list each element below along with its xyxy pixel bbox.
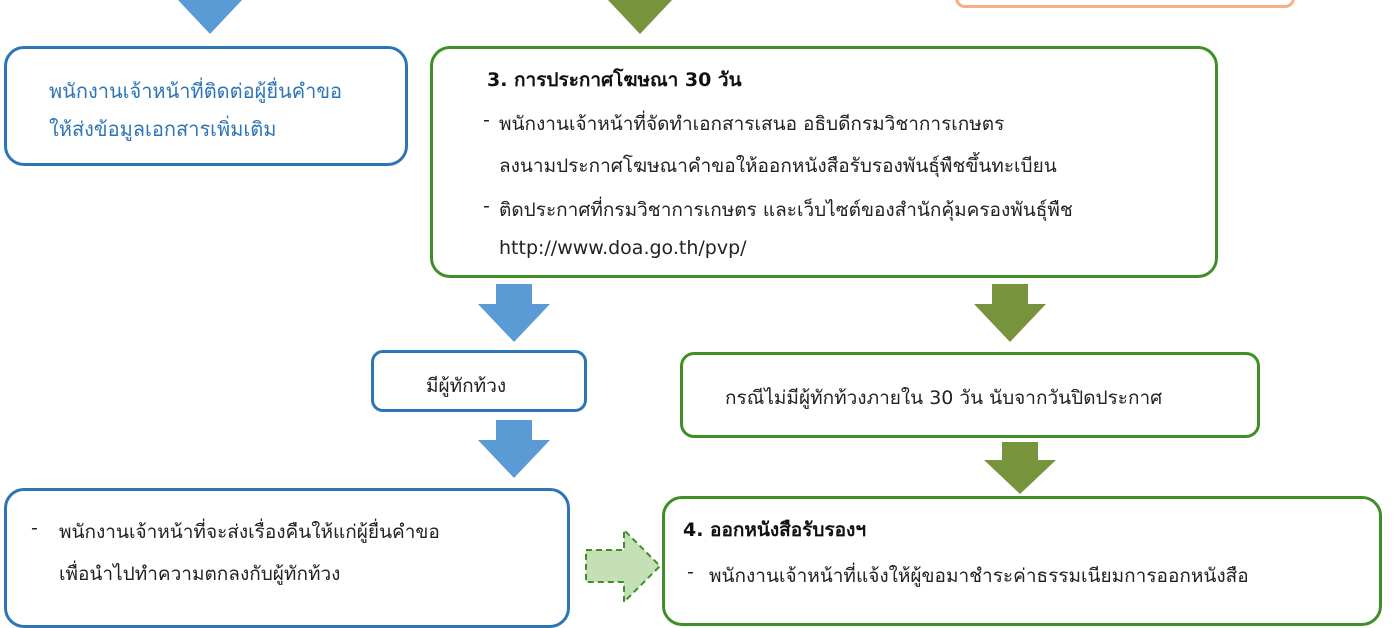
objection-box: มีผู้ทักท้วง <box>371 350 587 412</box>
dashed-right-arrow <box>585 528 662 604</box>
bullet-dash: - <box>31 517 38 539</box>
objection-label: มีผู้ทักท้วง <box>426 375 507 397</box>
top-olive-arrow <box>608 0 672 34</box>
certificate-bullet1-line1: พนักงานเจ้าหน้าที่แจ้งให้ผู้ขอมาชำระค่าธ… <box>709 565 1249 587</box>
announcement-box: 3. การประกาศโฆษณา 30 วัน - พนักงานเจ้าหน… <box>430 46 1218 278</box>
olive-down-arrow-1 <box>974 284 1046 342</box>
olive-down-arrow-2 <box>984 442 1056 494</box>
announce-bullet2-line1: ติดประกาศที่กรมวิชาการเกษตร และเว็บไซต์ข… <box>499 199 1073 221</box>
return-bullet1-line1: พนักงานเจ้าหน้าที่จะส่งเรื่องคืนให้แก่ผู… <box>59 521 440 543</box>
announce-bullet1-line2: ลงนามประกาศโฆษณาคำขอให้ออกหนังสือรับรองพ… <box>499 155 1057 177</box>
top-blue-arrow <box>178 0 242 34</box>
bullet-dash: - <box>483 109 490 131</box>
announce-url: http://www.doa.go.th/pvp/ <box>499 237 747 259</box>
no-objection-box: กรณีไม่มีผู้ทักท้วงภายใน 30 วัน นับจากวั… <box>680 352 1260 438</box>
blue-down-arrow-1 <box>478 284 550 342</box>
announcement-title: 3. การประกาศโฆษณา 30 วัน <box>487 69 742 91</box>
top-orange-box <box>955 0 1295 8</box>
certificate-box: 4. ออกหนังสือรับรองฯ - พนักงานเจ้าหน้าที… <box>662 496 1382 626</box>
contact-applicant-box: พนักงานเจ้าหน้าที่ติดต่อผู้ยื่นคำขอ ให้ส… <box>4 46 408 166</box>
announce-bullet1-line1: พนักงานเจ้าหน้าที่จัดทำเอกสารเสนอ อธิบดี… <box>499 113 1005 135</box>
contact-line-1: พนักงานเจ้าหน้าที่ติดต่อผู้ยื่นคำขอ <box>49 79 343 103</box>
contact-line-2: ให้ส่งข้อมูลเอกสารเพิ่มเติม <box>49 117 277 141</box>
bullet-dash: - <box>687 561 694 583</box>
certificate-title: 4. ออกหนังสือรับรองฯ <box>683 519 867 541</box>
blue-down-arrow-2 <box>478 420 550 478</box>
bullet-dash: - <box>483 195 490 217</box>
return-to-applicant-box: - พนักงานเจ้าหน้าที่จะส่งเรื่องคืนให้แก่… <box>4 488 570 628</box>
no-objection-label: กรณีไม่มีผู้ทักท้วงภายใน 30 วัน นับจากวั… <box>725 387 1163 409</box>
return-bullet1-line2: เพื่อนำไปทำความตกลงกับผู้ทักท้วง <box>59 563 341 585</box>
